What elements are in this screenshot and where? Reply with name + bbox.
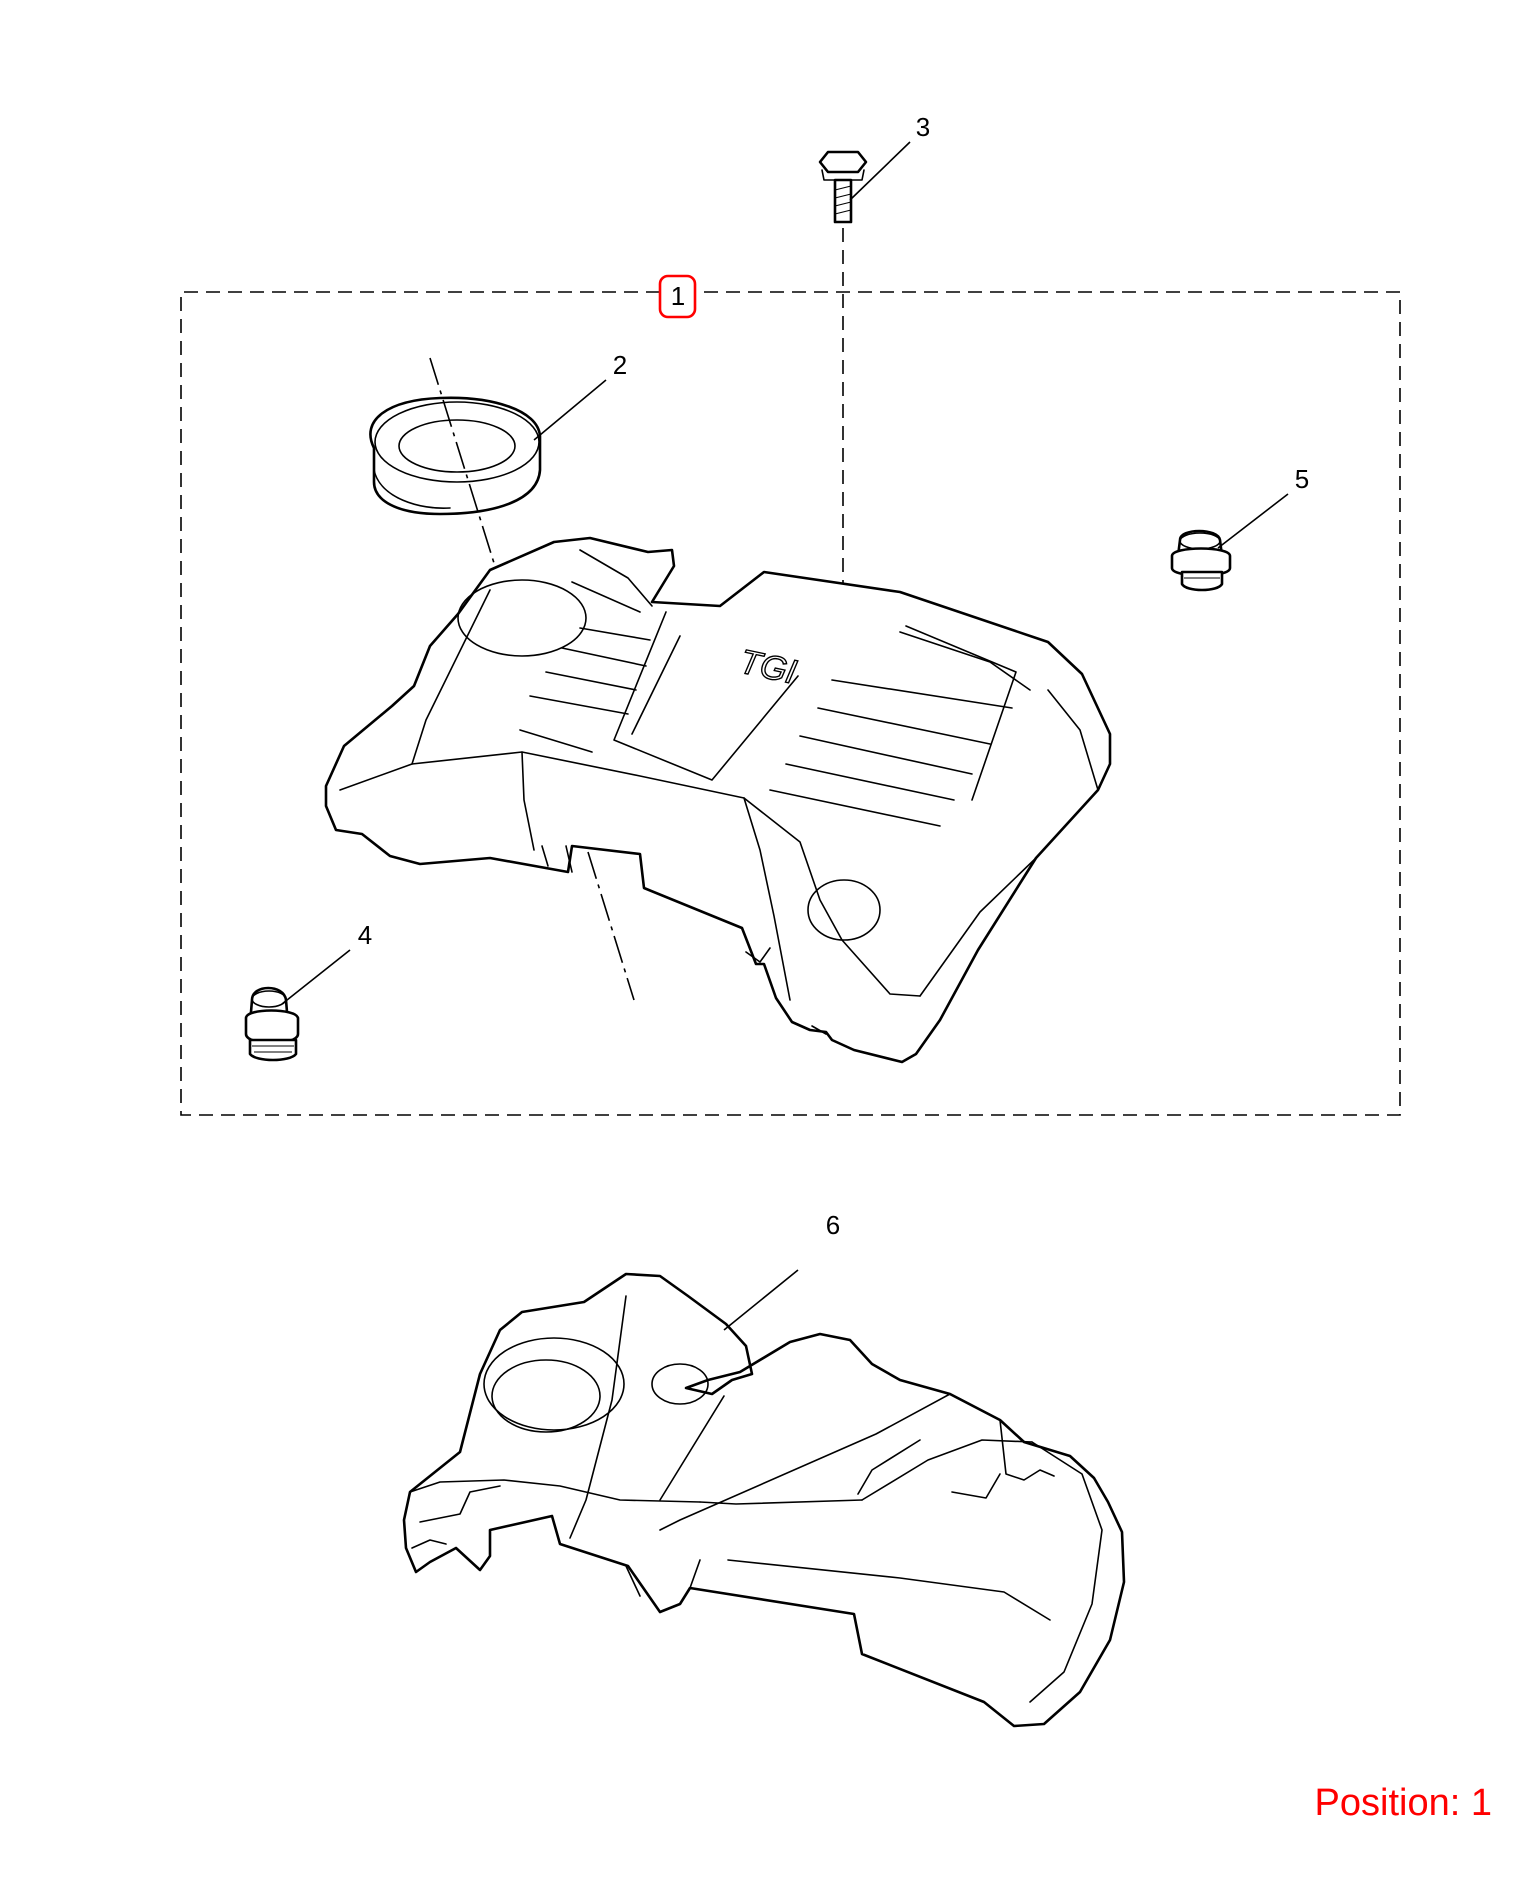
rubber-bush-part-5[interactable] xyxy=(1170,529,1232,592)
callout-4[interactable]: 4 xyxy=(281,920,372,1005)
assembly-group-box xyxy=(180,291,1401,1116)
callout-2[interactable]: 2 xyxy=(533,350,627,441)
callout-3-label: 3 xyxy=(916,112,930,142)
bolt-part-3[interactable] xyxy=(818,150,868,224)
grommet-ring-part-2[interactable] xyxy=(369,396,542,516)
callout-3[interactable]: 3 xyxy=(849,112,930,201)
callout-6[interactable]: 6 xyxy=(723,1210,840,1331)
callout-5[interactable]: 5 xyxy=(1217,464,1309,549)
callout-4-label: 4 xyxy=(358,920,372,950)
engine-cover-insulator-part-6[interactable] xyxy=(402,1272,1126,1728)
engine-cover-part-1[interactable] xyxy=(324,536,1112,1064)
rubber-bush-part-4[interactable] xyxy=(244,986,300,1062)
callout-2-label: 2 xyxy=(613,350,627,380)
callout-5-label: 5 xyxy=(1295,464,1309,494)
cover-axis-line xyxy=(587,851,635,1001)
position-indicator: Position: 1 xyxy=(1314,1782,1492,1824)
callout-6-label: 6 xyxy=(826,1210,840,1240)
callout-1[interactable]: 1 xyxy=(658,274,697,319)
callout-1-label: 1 xyxy=(671,281,685,311)
